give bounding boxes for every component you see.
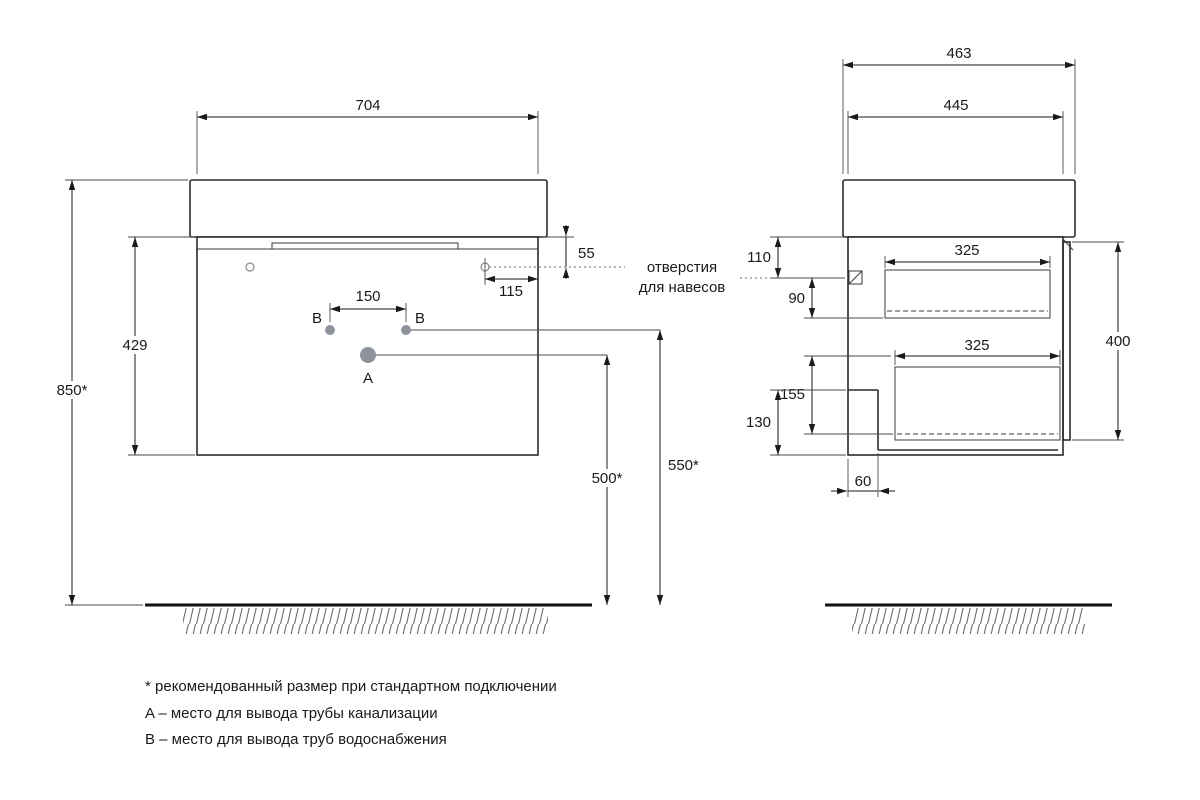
label-a: A (363, 370, 373, 387)
outlet-b-left-hole (325, 325, 335, 335)
dim-445-label: 445 (943, 97, 968, 114)
dim-850-label: 850* (57, 382, 88, 399)
legend-note-b: B – место для вывода труб водоснабжения (145, 731, 447, 748)
dim-60-label: 60 (855, 473, 872, 490)
dim-150-label: 150 (355, 288, 380, 305)
side-countertop (842, 179, 1076, 238)
side-hanger-bracket (848, 270, 863, 285)
dim-463-label: 463 (946, 45, 971, 62)
legend: * рекомендованный размер при стандартном… (145, 678, 557, 748)
dim-155-label: 155 (780, 386, 805, 403)
floor-hatch-side (852, 608, 1085, 634)
dim-130-label: 130 (746, 414, 771, 431)
dim-hanger-drop-55: 55 (541, 225, 595, 279)
outlet-b-right-hole (401, 325, 411, 335)
floor-hatch-front (183, 608, 548, 634)
dim-115-label: 115 (499, 283, 523, 300)
side-drawer-lower (894, 366, 1061, 441)
dim-325-upper-label: 325 (954, 242, 979, 259)
dim-550-label: 550* (668, 457, 699, 474)
dim-recess-height-130: 130 (746, 389, 846, 456)
dim-front-height-400: 400 (1072, 241, 1140, 441)
dim-90-label: 90 (788, 290, 805, 307)
dim-325-lower-label: 325 (964, 337, 989, 354)
dim-400-label: 400 (1105, 333, 1130, 350)
label-b-right: B (415, 310, 425, 327)
dim-hanger-gap-90: 90 (788, 278, 883, 319)
legend-note-star: * рекомендованный размер при стандартном… (145, 678, 557, 695)
front-handle-groove (197, 242, 538, 250)
hanger-holes-callout: отверстия для навесов (489, 259, 770, 296)
front-cabinet-body (196, 236, 539, 456)
dim-recess-depth-60: 60 (831, 453, 895, 497)
front-view: B B A 704 850* 429 (50, 97, 699, 634)
label-b-left: B (312, 310, 322, 327)
side-drawer-upper (884, 269, 1051, 319)
outlet-a-hole (360, 347, 376, 363)
dim-hanger-drop-110: 110 (747, 236, 845, 279)
dim-drawer-upper-325: 325 (884, 242, 1051, 268)
side-pipe-recess (848, 389, 1058, 451)
dim-hanger-inset-115: 115 (484, 272, 538, 300)
side-front-panel (1062, 238, 1074, 441)
dim-drawer-lower-325: 325 (894, 337, 1061, 365)
front-countertop (189, 179, 548, 238)
side-cabinet-body (847, 236, 1064, 456)
callout-hanger-line2: для навесов (639, 279, 726, 296)
dim-body-height-429: 429 (113, 236, 195, 456)
callout-hanger-line1: отверстия (647, 259, 717, 276)
dim-supply-height-550: 550* (656, 330, 699, 605)
dim-overall-height-850: 850* (50, 179, 188, 606)
hanger-hole-left (245, 262, 255, 272)
side-view: 463 445 110 90 325 (746, 45, 1140, 634)
dim-429-label: 429 (122, 337, 147, 354)
dim-top-depth-463: 463 (842, 45, 1076, 174)
dim-width-704: 704 (196, 97, 539, 174)
dim-704-label: 704 (355, 97, 380, 114)
dim-outlets-spacing-150: 150 (329, 288, 407, 322)
dim-drain-height-500: 500* (585, 355, 629, 605)
legend-note-a: A – место для вывода трубы канализации (145, 705, 438, 722)
dim-55-label: 55 (578, 245, 595, 262)
dim-body-depth-445: 445 (847, 97, 1064, 174)
dim-110-label: 110 (747, 249, 771, 266)
dim-500-label: 500* (592, 470, 623, 487)
